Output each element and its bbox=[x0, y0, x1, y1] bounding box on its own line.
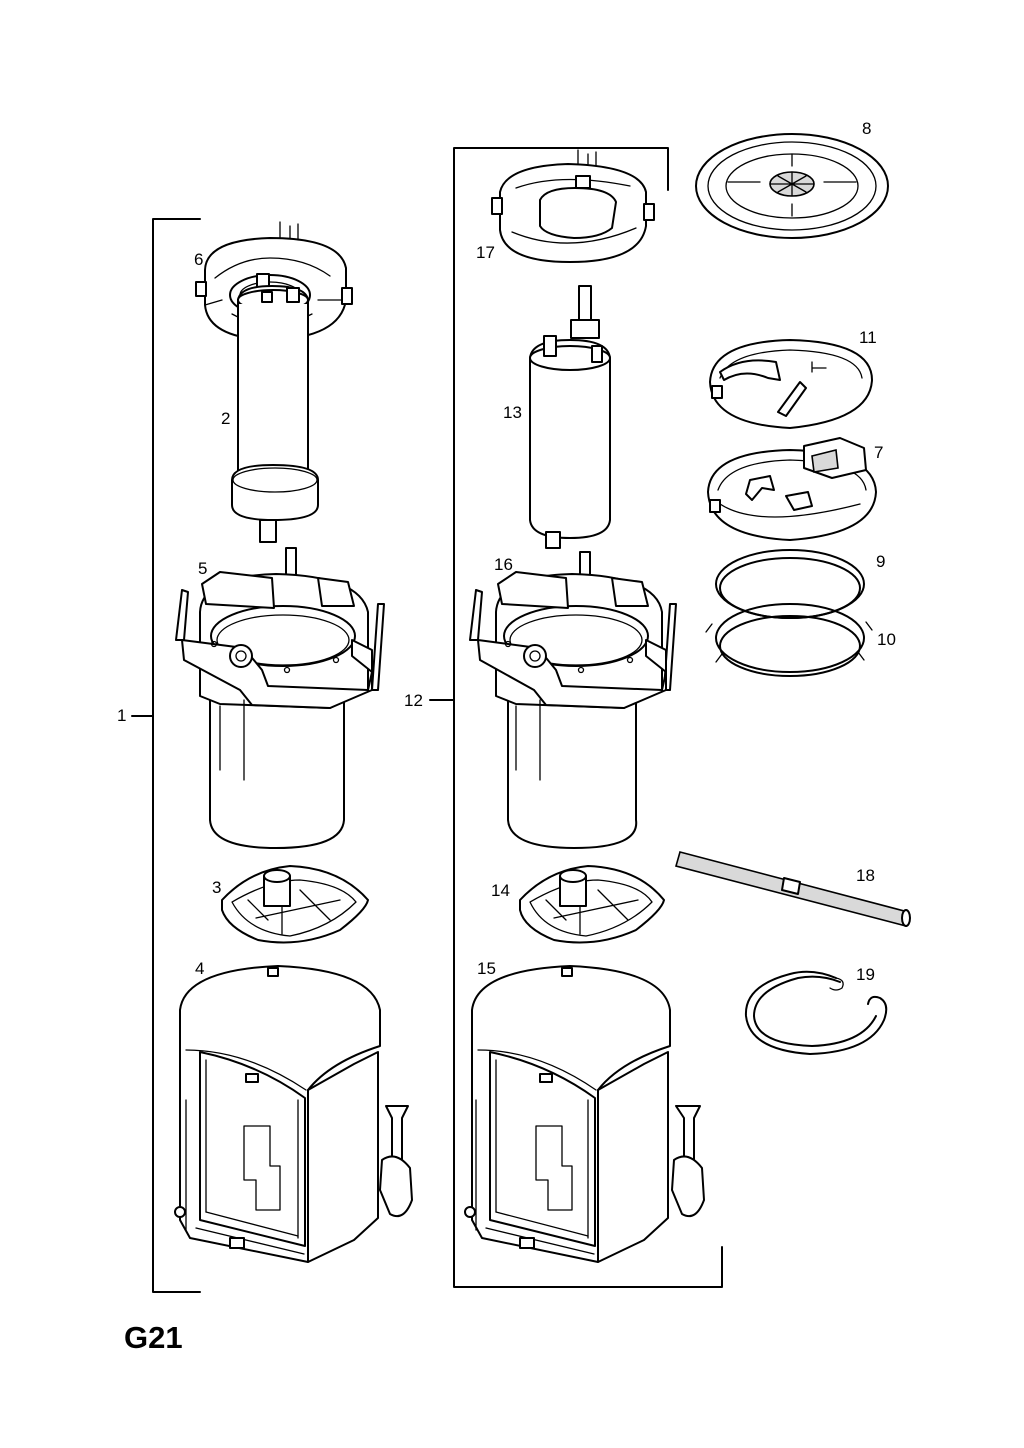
callout-label: 18 bbox=[856, 866, 875, 885]
callout-label: 10 bbox=[877, 630, 896, 649]
part-8-cover bbox=[695, 133, 889, 239]
callout-label: 7 bbox=[874, 443, 884, 462]
callout-label: 13 bbox=[503, 403, 522, 422]
page-code: G21 bbox=[124, 1320, 183, 1355]
callout-label: 6 bbox=[194, 250, 204, 269]
callout-label: 16 bbox=[494, 555, 513, 574]
callout-label: 5 bbox=[198, 559, 208, 578]
callout-label: 15 bbox=[477, 959, 496, 978]
callout-label: 17 bbox=[476, 243, 495, 262]
callout-label: 3 bbox=[212, 878, 222, 897]
group-bracket-12 bbox=[429, 147, 723, 1288]
part-9-seal-ring bbox=[715, 549, 865, 619]
part-11-flange bbox=[709, 339, 873, 429]
callout-label: 4 bbox=[195, 959, 205, 978]
part-17-cap-ring bbox=[491, 149, 655, 263]
callout-label: 11 bbox=[859, 328, 877, 347]
part-2-fuel-pump bbox=[231, 273, 319, 543]
group-bracket-1 bbox=[131, 218, 201, 1293]
callout-label: 14 bbox=[491, 881, 510, 900]
callout-label: 8 bbox=[862, 119, 872, 138]
part-5-pump-holder bbox=[175, 547, 385, 849]
part-18-strip bbox=[675, 851, 911, 928]
callout-label: 19 bbox=[856, 965, 875, 984]
part-19-circlip bbox=[744, 970, 888, 1055]
part-10-lock-ring bbox=[705, 603, 873, 677]
callout-label: 12 bbox=[404, 691, 423, 710]
part-13-fuel-pump bbox=[529, 285, 611, 549]
part-4-reservoir-housing bbox=[174, 965, 413, 1263]
part-16-pump-holder bbox=[469, 551, 677, 849]
part-7-flange-connector bbox=[707, 437, 877, 541]
part-14-filter bbox=[519, 865, 665, 944]
callout-label: 1 bbox=[117, 706, 127, 725]
callout-label: 2 bbox=[221, 409, 231, 428]
part-3-filter bbox=[221, 865, 369, 944]
callout-label: 9 bbox=[876, 552, 886, 571]
part-15-reservoir-housing bbox=[464, 965, 705, 1263]
